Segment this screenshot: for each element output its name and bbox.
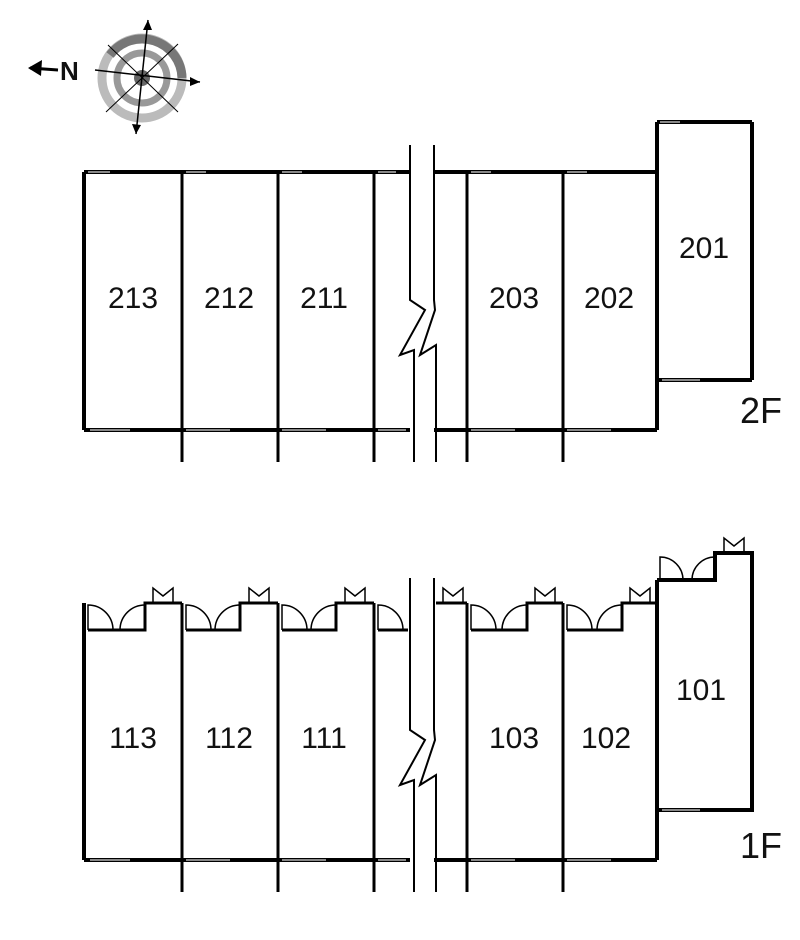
unit-211-label: 211 <box>300 282 348 315</box>
compass-icon: N <box>28 19 201 135</box>
floor-1f-label: 1F <box>740 825 782 866</box>
floor-2f-label: 2F <box>740 390 782 431</box>
unit-113-label: 113 <box>109 722 157 755</box>
unit-201-label: 201 <box>679 232 729 265</box>
unit-103-label: 103 <box>489 722 539 755</box>
floor-2f-plan <box>82 120 754 462</box>
unit-111-label: 111 <box>301 722 347 755</box>
unit-203-label: 203 <box>489 282 539 315</box>
floor-1f-plan <box>82 536 754 892</box>
unit-102-label: 102 <box>581 722 631 755</box>
unit-101-label: 101 <box>676 674 726 707</box>
unit-213-label: 213 <box>108 282 158 315</box>
unit-212-label: 212 <box>204 282 254 315</box>
unit-112-label: 112 <box>205 722 253 755</box>
unit-202-label: 202 <box>584 282 634 315</box>
compass-north-label: N <box>60 56 79 86</box>
